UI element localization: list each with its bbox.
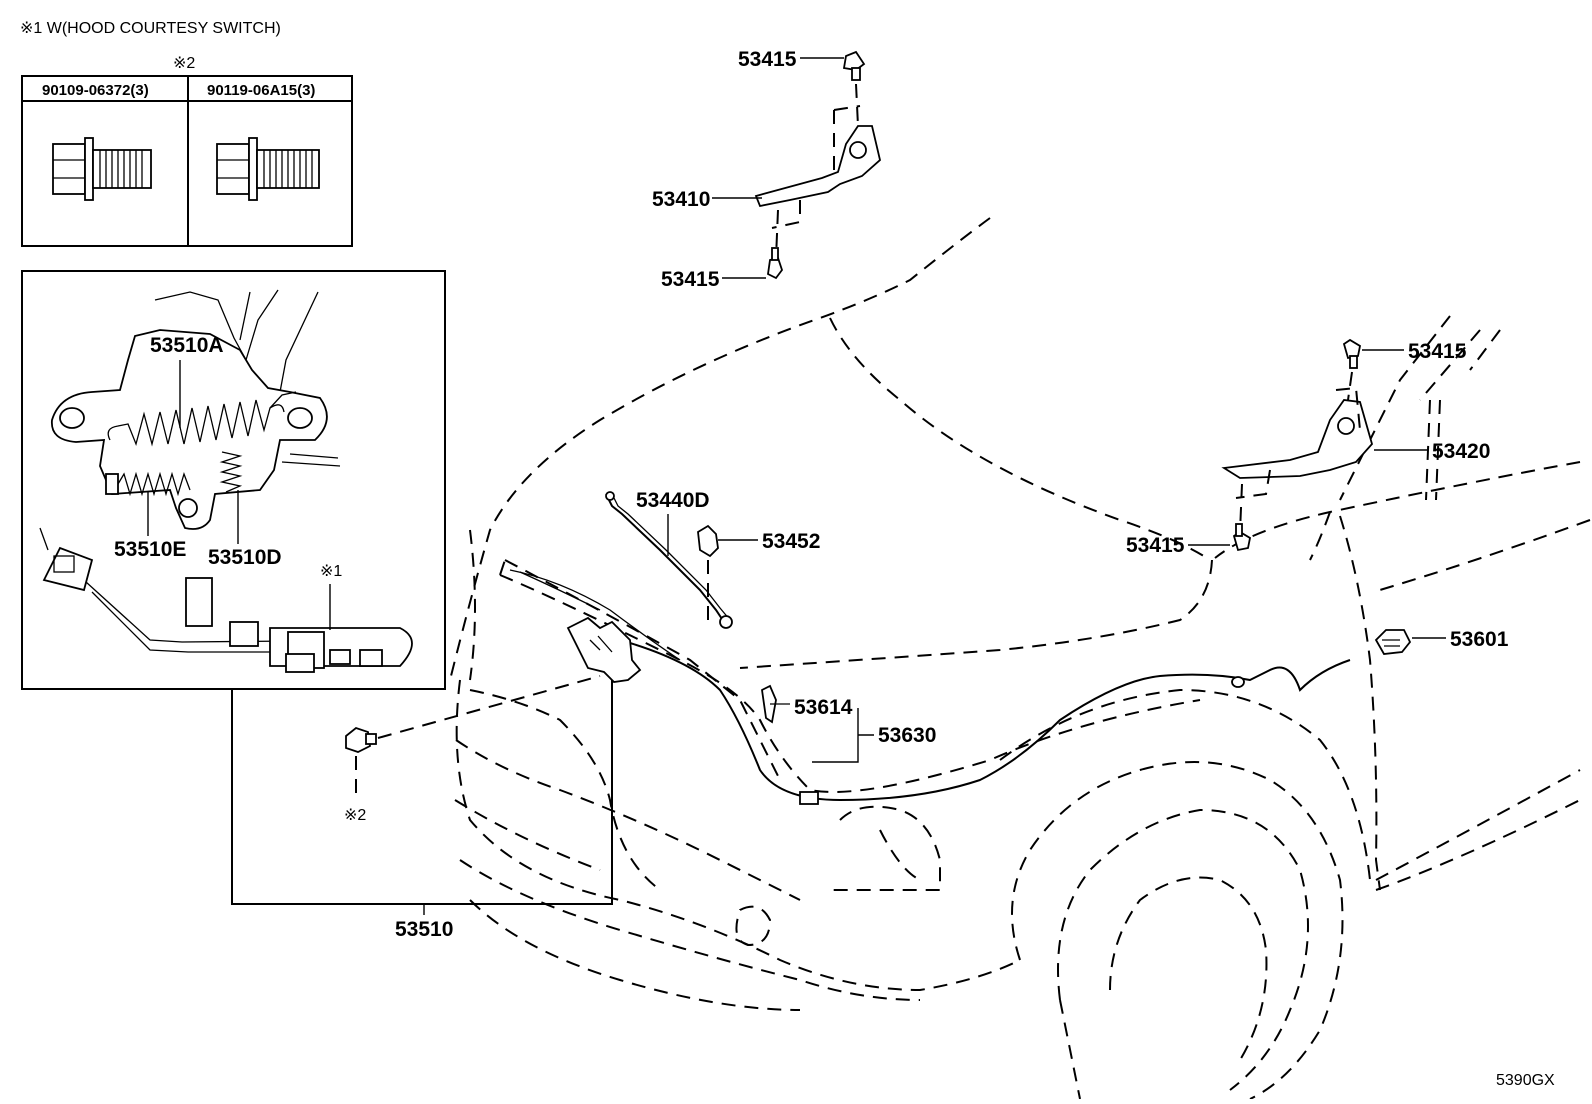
bolt-note2	[345, 675, 601, 796]
hood-lock-assembly	[566, 616, 642, 683]
inset-label-53510E: 53510E	[114, 538, 186, 561]
bolt-90119-drawing	[216, 137, 320, 201]
hood-hinge-left	[754, 50, 881, 280]
label-53452: 53452	[762, 530, 820, 553]
note2-mark-bolt: ※2	[344, 807, 366, 824]
bolt-90109-drawing	[52, 137, 152, 201]
note2-mark-table: ※2	[173, 55, 195, 72]
bolt-table: 90109-06372(3) 90119-06A15(3)	[21, 75, 353, 247]
label-53614: 53614	[794, 696, 853, 719]
bolt-table-col1-header: 90109-06372(3)	[42, 82, 149, 99]
diagram-code: 5390GX	[1496, 1072, 1555, 1089]
inset-note1-mark: ※1	[320, 563, 342, 580]
label-53510: 53510	[395, 918, 453, 941]
hood-release-cable	[619, 639, 1351, 802]
inset-label-53510D: 53510D	[208, 546, 282, 569]
hood-lock-inset: 53510A 53510E 53510D ※1	[21, 270, 446, 690]
bolt-table-col2-header: 90119-06A15(3)	[207, 82, 315, 99]
label-53630: 53630	[878, 724, 936, 747]
inset-label-53510A: 53510A	[150, 334, 224, 357]
label-53415-top: 53415	[738, 48, 797, 71]
cable-clamp	[761, 684, 790, 724]
note-hood-courtesy-switch: ※1 W(HOOD COURTESY SWITCH)	[20, 20, 281, 37]
rod-holder-clip	[697, 524, 719, 620]
label-53415-mid: 53415	[661, 268, 720, 291]
label-53415-right-top: 53415	[1408, 340, 1467, 363]
leader-53630	[812, 708, 874, 763]
label-53410: 53410	[652, 188, 710, 211]
hood-hinge-right	[1221, 338, 1374, 552]
vehicle-body-outline	[449, 217, 1591, 1100]
label-53420: 53420	[1432, 440, 1490, 463]
hood-support-rod	[605, 491, 733, 629]
bolt-axis-line	[377, 675, 601, 739]
label-53601: 53601	[1450, 628, 1509, 651]
label-53415-right-bottom: 53415	[1126, 534, 1185, 557]
hood-release-lever	[1374, 629, 1412, 655]
inset-bracket-53510	[231, 680, 613, 905]
label-53440D: 53440D	[636, 489, 710, 512]
